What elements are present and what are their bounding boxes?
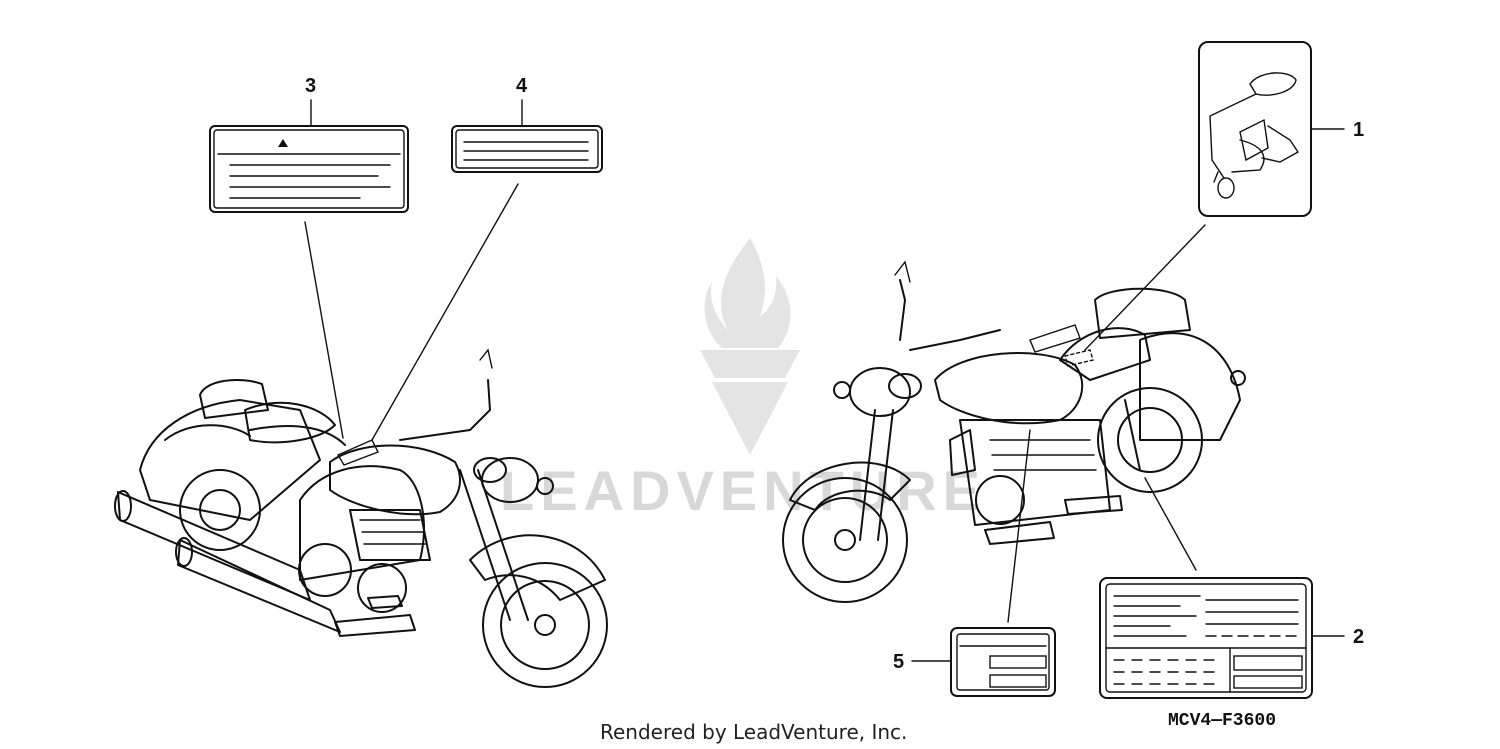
leadventure-flame-v-logo	[700, 238, 800, 455]
part-2-info-label	[1099, 577, 1313, 699]
part-4-label	[451, 125, 603, 173]
left-motorcycle	[114, 348, 608, 688]
callout-1-number: 1	[1353, 119, 1364, 141]
callout-2-number: 2	[1353, 626, 1364, 648]
callout-3: 3	[304, 75, 344, 439]
part-1-label	[1198, 41, 1312, 217]
part-3-warning-label	[209, 125, 409, 213]
callout-1: 1	[1084, 119, 1364, 351]
callout-2: 2	[1144, 477, 1364, 648]
watermark: LEADVENTURE	[500, 238, 986, 522]
warning-triangle-icon	[278, 139, 288, 147]
right-motorcycle	[782, 260, 1246, 603]
diagram-code: MCV4—F3600	[1168, 711, 1276, 731]
callout-4-number: 4	[516, 75, 528, 97]
credit-text: Rendered by LeadVenture, Inc.	[600, 720, 907, 744]
callout-3-number: 3	[305, 75, 316, 97]
callout-5-number: 5	[893, 651, 904, 673]
part-5-label	[950, 627, 1056, 697]
callout-4: 4	[371, 75, 528, 441]
callout-5: 5	[893, 429, 1031, 673]
watermark-text: LEADVENTURE	[500, 459, 986, 522]
